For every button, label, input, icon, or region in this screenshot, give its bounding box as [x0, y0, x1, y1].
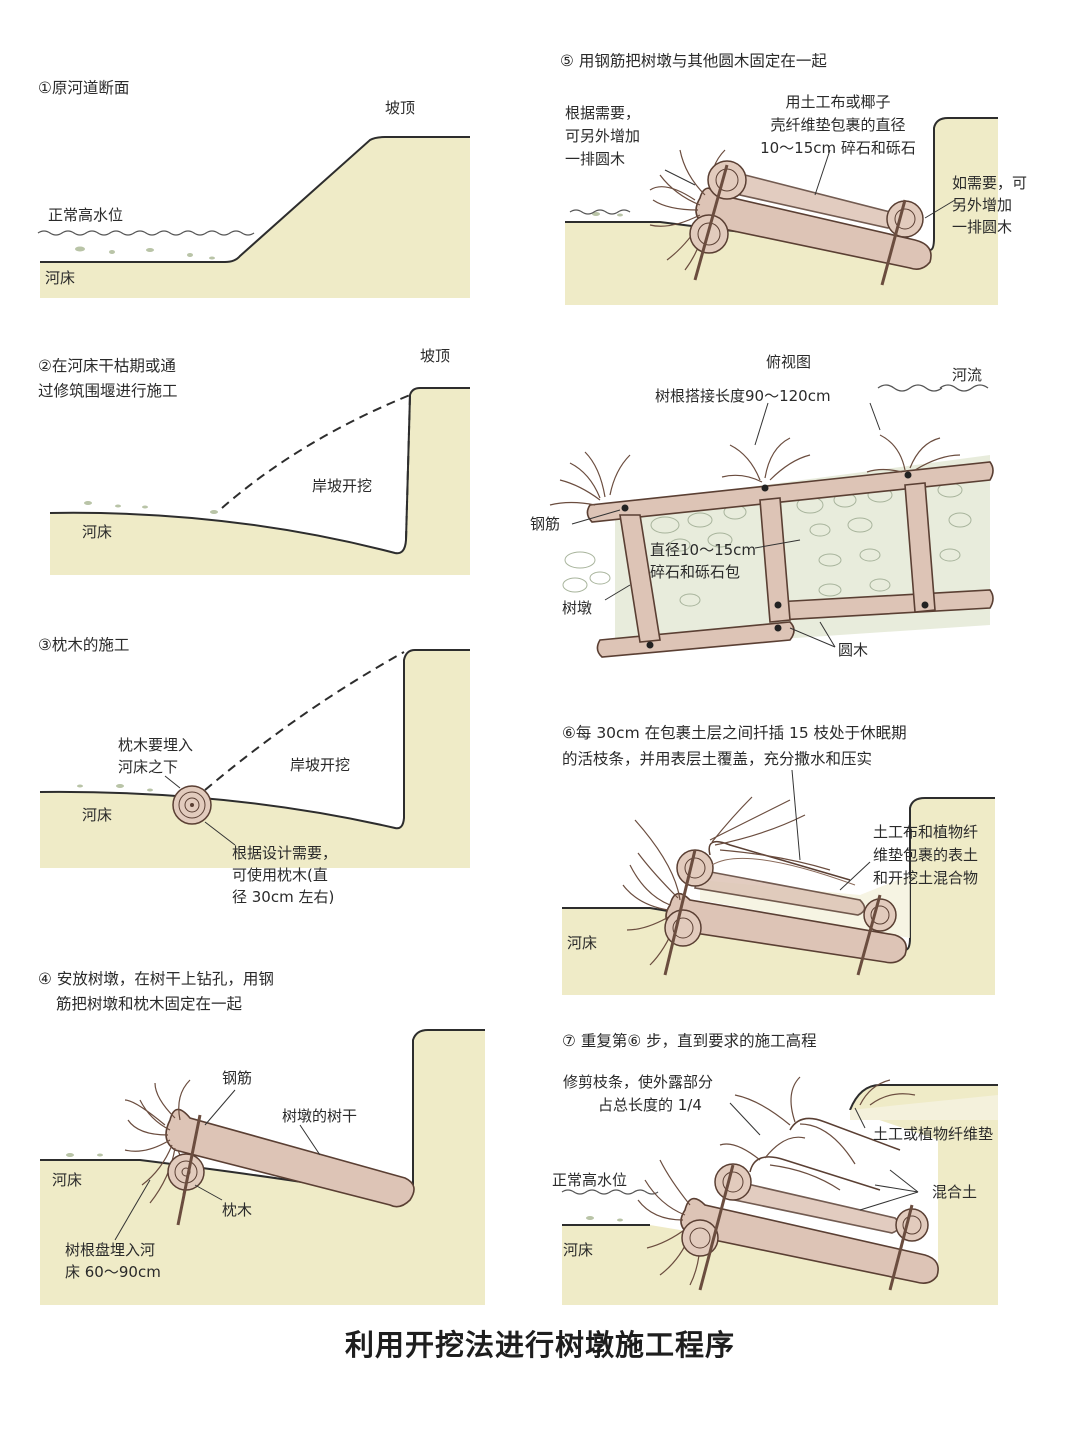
step1-riverbed-label: 河床	[45, 269, 76, 287]
plan-log-label: 圆木	[838, 641, 869, 659]
step6-heading-line2: 的活枝条，并用表层土覆盖，充分撒水和压实	[562, 750, 873, 768]
step4-heading-line2: 筋把树墩和枕木固定在一起	[56, 995, 243, 1013]
step7-section-drawing	[561, 1076, 998, 1305]
plan-gravel-line2: 碎石和砾石包	[650, 563, 741, 581]
step5-heading: ⑤ 用钢筋把树墩与其他圆木固定在一起	[560, 52, 827, 70]
step4-root-line2: 床 60～90cm	[65, 1263, 161, 1281]
step6-panel: ⑥每 30cm 在包裹土层之间扦插 15 枝处于休眠期 的活枝条，并用表层土覆盖…	[562, 724, 995, 995]
step1-heading: ①原河道断面	[38, 79, 130, 97]
step6-section-drawing	[562, 769, 995, 995]
step7-stump-and-logs	[637, 1076, 939, 1291]
step5-right-line1: 如需要，可	[952, 174, 1028, 192]
step7-prune-line1: 修剪枝条，使外露部分	[563, 1073, 714, 1091]
plan-view-logs	[586, 461, 994, 658]
step7-riverbed-label: 河床	[563, 1241, 594, 1259]
step3-note-line3: 径 30cm 左右)	[232, 888, 335, 906]
step4-section-drawing	[40, 1029, 485, 1305]
step4-rebar-label: 钢筋	[222, 1069, 253, 1087]
step2-slope-top-label: 坡顶	[420, 347, 451, 365]
plan-stump-label: 树墩	[562, 599, 593, 617]
step5-section-drawing	[565, 117, 998, 305]
step2-heading-line1: ②在河床干枯期或通	[38, 357, 176, 375]
step3-note-line2: 可使用枕木(直	[232, 866, 328, 884]
step4-riverbed-label: 河床	[52, 1171, 83, 1189]
step5-stump-and-logs	[649, 149, 932, 286]
plan-view-drawing	[549, 384, 994, 658]
step4-heading-line1: ④ 安放树墩，在树干上钻孔，用钢	[38, 970, 274, 988]
step3-bury-line2: 河床之下	[118, 758, 179, 776]
plan-river-flow-label: 河流	[952, 366, 983, 384]
step2-riverbed-label: 河床	[82, 523, 113, 541]
plan-rebar-label: 钢筋	[530, 515, 561, 533]
step4-root-line1: 树根盘埋入河	[65, 1241, 156, 1259]
step5-mid-line3: 10～15cm 碎石和砾石	[760, 139, 916, 157]
step1-panel: ①原河道断面 坡顶 正常高水位 河床	[0, 0, 540, 320]
step7-mat-label: 土工或植物纤维垫	[873, 1125, 994, 1143]
step7-prune-line2: 占总长度的 1/4	[598, 1096, 702, 1114]
step1-slope-top-label: 坡顶	[385, 99, 416, 117]
step5-mid-line2: 壳纤维垫包裹的直径	[770, 116, 906, 134]
step6-mix-line3: 和开挖土混合物	[873, 869, 979, 887]
step6-riverbed-label: 河床	[567, 934, 598, 952]
step5-right-line3: 一排圆木	[952, 218, 1013, 236]
step1-high-water-label: 正常高水位	[48, 206, 124, 224]
step6-heading-line1: ⑥每 30cm 在包裹土层之间扦插 15 枝处于休眠期	[562, 724, 907, 742]
step7-heading: ⑦ 重复第⑥ 步，直到要求的施工高程	[562, 1032, 817, 1050]
plan-gravel-line1: 直径10～15cm	[650, 541, 757, 559]
step4-rebar	[176, 1114, 202, 1226]
step1-section-drawing	[37, 136, 470, 298]
figure-title: 利用开挖法进行树墩施工程序	[344, 1328, 735, 1362]
step7-panel: ⑦ 重复第⑥ 步，直到要求的施工高程 修剪枝条，使外露部分 占总长度的 1/4 …	[552, 1032, 998, 1305]
step2-section-drawing	[49, 387, 470, 575]
step4-trunk-label: 树墩的树干	[282, 1107, 358, 1125]
step4-sleeper-label: 枕木	[222, 1201, 253, 1219]
step2-panel: ②在河床干枯期或通 过修筑围堰进行施工 坡顶 岸坡开挖 河床	[0, 0, 540, 620]
step3-section-drawing	[39, 649, 470, 868]
step4-panel: ④ 安放树墩，在树干上钻孔，用钢 筋把树墩和枕木固定在一起 钢筋 树墩的树干 河…	[0, 0, 540, 1310]
step3-note-line1: 根据设计需要，	[232, 844, 338, 862]
step6-mix-line2: 维垫包裹的表土	[873, 846, 979, 864]
plan-view-panel: 俯视图 河流 树根搭接长度90～120cm 钢筋 直径10～15cm 碎石和砾石…	[0, 0, 1080, 690]
step5-left-line2: 可另外增加	[565, 127, 641, 145]
step7-high-water-label: 正常高水位	[552, 1171, 628, 1189]
step6-mix-line1: 土工布和植物纤	[873, 823, 979, 841]
step7-mixed-soil-label: 混合土	[932, 1183, 978, 1201]
plan-overlap-label: 树根搭接长度90～120cm	[655, 387, 831, 405]
step3-panel: ③枕木的施工 枕木要埋入 河床之下 岸坡开挖 河床 根据设计需要， 可使用枕木(…	[0, 0, 540, 920]
step3-sleeper-log	[172, 785, 212, 825]
plan-view-heading: 俯视图	[766, 353, 812, 371]
step5-panel: ⑤ 用钢筋把树墩与其他圆木固定在一起 根据需要， 可另外增加 一排圆木 用土工布…	[0, 0, 1080, 320]
step4-tree-stump	[124, 1079, 415, 1208]
step6-stump-and-logs	[622, 796, 908, 976]
step5-mid-line1: 用土工布或椰子	[785, 93, 891, 111]
step2-heading-line2: 过修筑围堰进行施工	[38, 382, 178, 400]
step5-left-line3: 一排圆木	[565, 150, 626, 168]
step3-bury-line1: 枕木要埋入	[118, 736, 194, 754]
step3-riverbed-label: 河床	[82, 806, 113, 824]
step2-excavation-label: 岸坡开挖	[312, 477, 373, 495]
step3-excavation-label: 岸坡开挖	[290, 756, 351, 774]
step5-left-line1: 根据需要，	[565, 104, 641, 122]
step5-right-line2: 另外增加	[952, 196, 1013, 214]
step3-heading: ③枕木的施工	[38, 636, 130, 654]
